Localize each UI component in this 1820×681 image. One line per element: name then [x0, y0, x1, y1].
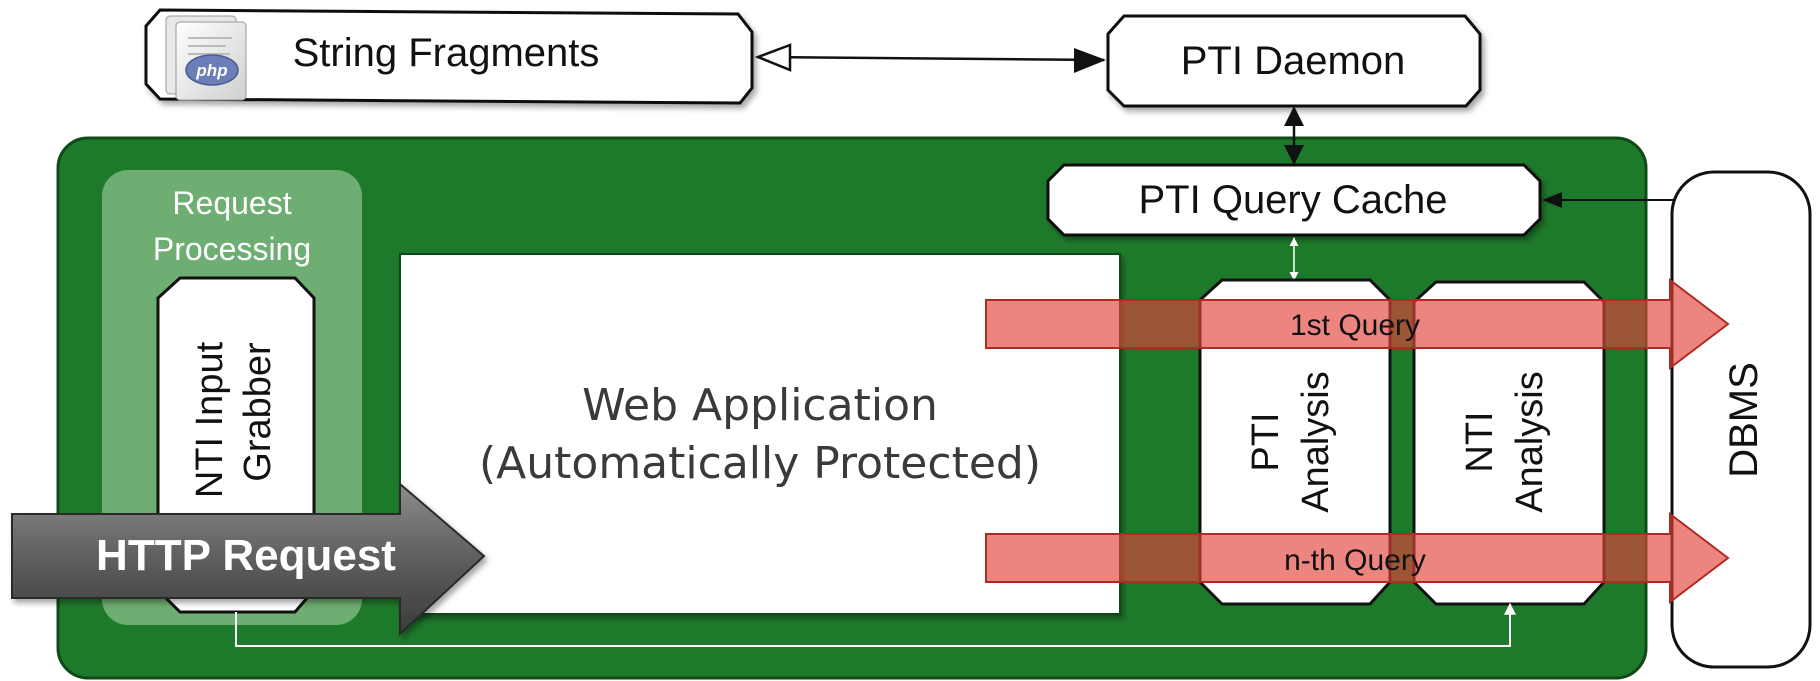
first-query-label: 1st Query: [1290, 309, 1420, 342]
http-request-label: HTTP Request: [96, 531, 396, 580]
web-application-label-line-1: Web Application: [582, 380, 938, 431]
nth-query-arrow: n-th Query: [985, 511, 1730, 605]
nti-analysis-label-line-2: Analysis: [1509, 371, 1551, 513]
php-document-icon: php: [165, 15, 247, 101]
dbms-node: DBMS: [1670, 170, 1812, 669]
pti-analysis-node: PTI Analysis: [1198, 278, 1392, 606]
nth-query-label: n-th Query: [1284, 544, 1426, 577]
php-badge: php: [195, 61, 227, 80]
nti-input-grabber-label-line-1: NTI Input: [189, 341, 231, 498]
string-fragments-node: php String Fragments: [144, 8, 754, 105]
request-processing-label-line-2: Processing: [153, 231, 311, 267]
nti-input-grabber-label-line-2: Grabber: [237, 342, 279, 482]
first-query-arrow: 1st Query: [985, 277, 1730, 371]
string-fragments-label: String Fragments: [293, 31, 600, 75]
pti-query-cache-node: PTI Query Cache: [1046, 163, 1542, 237]
pti-daemon-node: PTI Daemon: [1106, 14, 1482, 108]
pti-analysis-label-line-1: PTI: [1245, 412, 1287, 471]
nti-analysis-node: NTI Analysis: [1412, 280, 1606, 606]
request-processing-label-line-1: Request: [172, 185, 291, 221]
grabber-nti-route: [235, 602, 1516, 647]
dbms-label: DBMS: [1722, 362, 1766, 478]
pti-analysis-label-line-2: Analysis: [1295, 371, 1337, 513]
pti-daemon-label: PTI Daemon: [1181, 39, 1406, 83]
web-application-label-line-2: (Automatically Protected): [479, 438, 1041, 489]
fragments-daemon-connector: [754, 43, 1106, 73]
nti-analysis-label-line-1: NTI: [1459, 411, 1501, 472]
pti-query-cache-label: PTI Query Cache: [1138, 178, 1447, 222]
http-request-arrow: HTTP Request: [11, 481, 486, 637]
